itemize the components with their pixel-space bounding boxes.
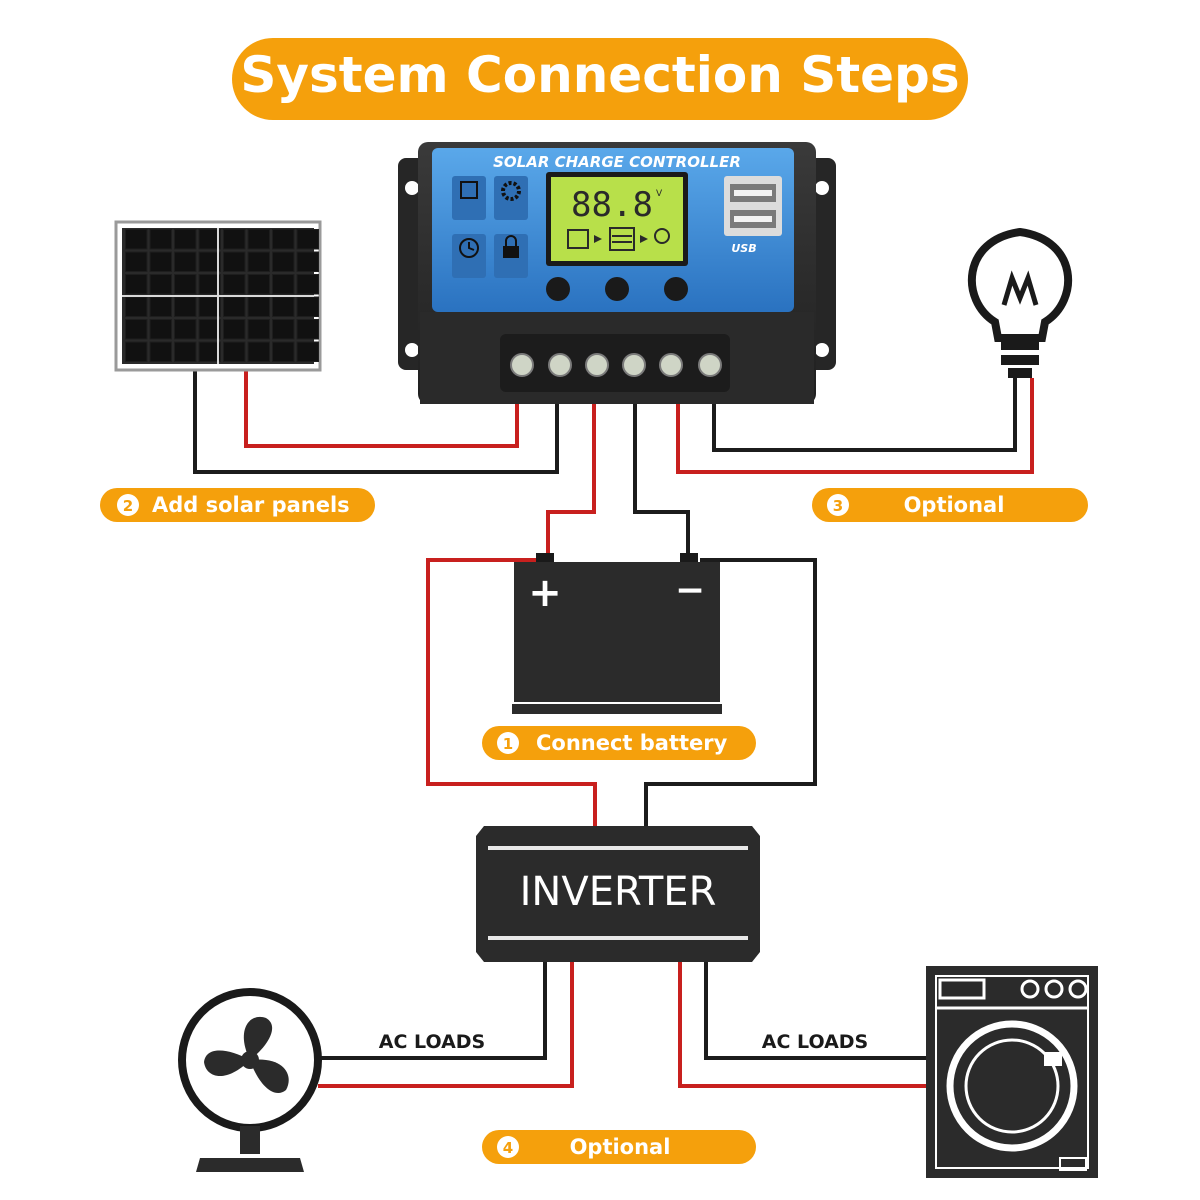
step-1-number: 1 xyxy=(503,735,513,753)
battery-icon: + − xyxy=(512,553,722,714)
gear-icon xyxy=(494,176,528,220)
step-4-pill: 4 Optional xyxy=(482,1130,756,1164)
controller-brand: SOLAR CHARGE CONTROLLER xyxy=(493,153,741,171)
ac-loads-label-left: AC LOADS xyxy=(379,1031,486,1053)
step-1-label: Connect battery xyxy=(536,731,728,755)
washing-machine-icon xyxy=(926,966,1098,1178)
lcd-display: 88.8 V xyxy=(546,172,688,266)
menu-button[interactable] xyxy=(546,277,570,301)
step-4-number: 4 xyxy=(503,1139,513,1157)
step-1-pill: 1 Connect battery xyxy=(482,726,756,760)
lock-icon xyxy=(494,234,528,278)
terminal-screws xyxy=(510,353,722,377)
usb-label: USB xyxy=(731,242,756,255)
ac-loads-label-right: AC LOADS xyxy=(762,1031,869,1053)
step-2-number: 2 xyxy=(123,497,133,515)
title-banner: System Connection Steps xyxy=(232,38,968,120)
up-button[interactable] xyxy=(605,277,629,301)
step-3-label: Optional xyxy=(904,493,1005,517)
inverter-label: INVERTER xyxy=(520,869,717,915)
usb-ports: USB xyxy=(724,176,782,255)
down-button[interactable] xyxy=(664,277,688,301)
fan-icon xyxy=(178,988,322,1172)
chip-icon xyxy=(452,176,486,220)
step-3-pill: 3 Optional xyxy=(812,488,1088,522)
step-2-label: Add solar panels xyxy=(152,493,350,517)
wiring xyxy=(193,368,1034,1088)
step-2-pill: 2 Add solar panels xyxy=(100,488,375,522)
inverter: INVERTER xyxy=(476,826,760,962)
clock-icon xyxy=(452,234,486,278)
step-4-label: Optional xyxy=(570,1135,671,1159)
charge-controller: SOLAR CHARGE CONTROLLER 88.8 V xyxy=(398,142,836,404)
battery-plus: + xyxy=(528,570,562,616)
solar-panel-icon xyxy=(114,220,322,372)
lcd-value: 88.8 xyxy=(571,185,653,225)
light-bulb-icon xyxy=(968,227,1072,378)
lcd-unit: V xyxy=(656,189,663,199)
battery-minus: − xyxy=(675,570,705,611)
step-3-number: 3 xyxy=(833,497,843,515)
page-title: System Connection Steps xyxy=(240,46,959,104)
